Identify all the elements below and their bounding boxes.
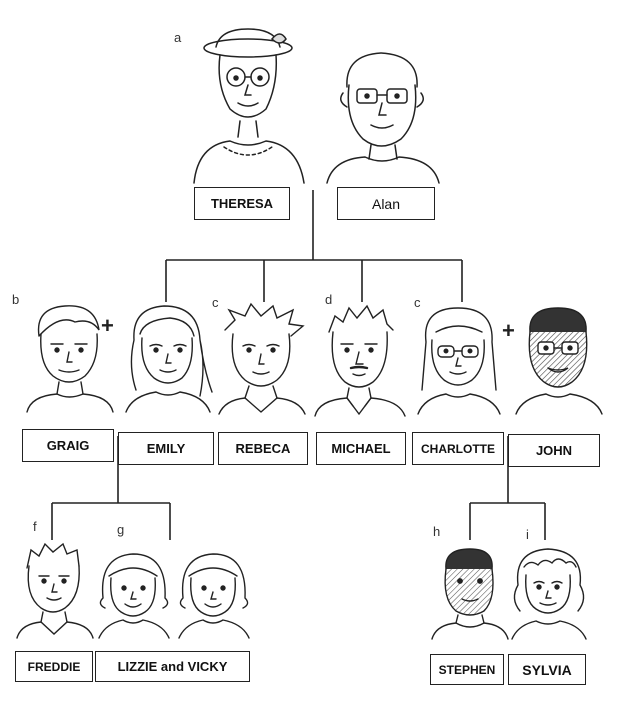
- letter-i: i: [526, 527, 529, 542]
- vicky-face-icon: [178, 553, 250, 639]
- letter-b: b: [12, 292, 20, 307]
- plus-graig-emily: +: [101, 313, 114, 338]
- name-graig: GRAIG: [46, 438, 90, 453]
- graig-face-icon: [26, 305, 114, 413]
- freddie-face-icon: [16, 542, 94, 639]
- alan-face-icon: [326, 52, 440, 184]
- michael-face-icon: [314, 304, 406, 417]
- name-box-theresa: THERESA: [194, 187, 290, 220]
- name-box-john: JOHN: [508, 434, 600, 467]
- name-freddie: FREDDIE: [27, 659, 81, 674]
- letter-d: d: [325, 292, 333, 307]
- letter-h: h: [433, 524, 441, 539]
- name-box-alan: Alan: [337, 187, 435, 220]
- name-box-stephen: STEPHEN: [430, 654, 504, 685]
- name-charlotte: CHARLOTTE: [421, 441, 495, 456]
- name-john: JOHN: [535, 443, 573, 458]
- name-stephen: STEPHEN: [438, 662, 496, 677]
- name-lizzie-vicky: LIZZIE and VICKY: [117, 659, 228, 674]
- name-box-michael: MICHAEL: [316, 432, 406, 465]
- name-box-lizzie-vicky: LIZZIE and VICKY: [95, 651, 250, 682]
- theresa-face-icon: [193, 28, 305, 184]
- letter-a: a: [174, 30, 182, 45]
- name-alan: Alan: [371, 195, 401, 212]
- rebeca-face-icon: [218, 302, 306, 415]
- name-box-emily: EMILY: [118, 432, 214, 465]
- charlotte-face-icon: [417, 307, 501, 415]
- name-theresa: THERESA: [210, 196, 274, 211]
- name-box-graig: GRAIG: [22, 429, 114, 462]
- name-sylvia: SYLVIA: [522, 661, 572, 678]
- plus-charlotte-john: +: [502, 318, 515, 343]
- letter-g: g: [117, 522, 125, 537]
- emily-face-icon: [125, 305, 213, 413]
- name-rebeca: REBECA: [235, 441, 291, 456]
- name-box-sylvia: SYLVIA: [508, 654, 586, 685]
- name-michael: MICHAEL: [331, 441, 391, 456]
- letter-c-rebeca: c: [212, 295, 219, 310]
- lizzie-face-icon: [98, 553, 170, 639]
- sylvia-face-icon: [511, 548, 587, 640]
- name-box-rebeca: REBECA: [218, 432, 308, 465]
- name-emily: EMILY: [146, 441, 186, 456]
- letter-c-charlotte: c: [414, 295, 421, 310]
- name-box-freddie: FREDDIE: [15, 651, 93, 682]
- name-box-charlotte: CHARLOTTE: [412, 432, 504, 465]
- stephen-face-icon: [431, 548, 509, 640]
- letter-f: f: [33, 519, 37, 534]
- john-face-icon: [515, 307, 603, 415]
